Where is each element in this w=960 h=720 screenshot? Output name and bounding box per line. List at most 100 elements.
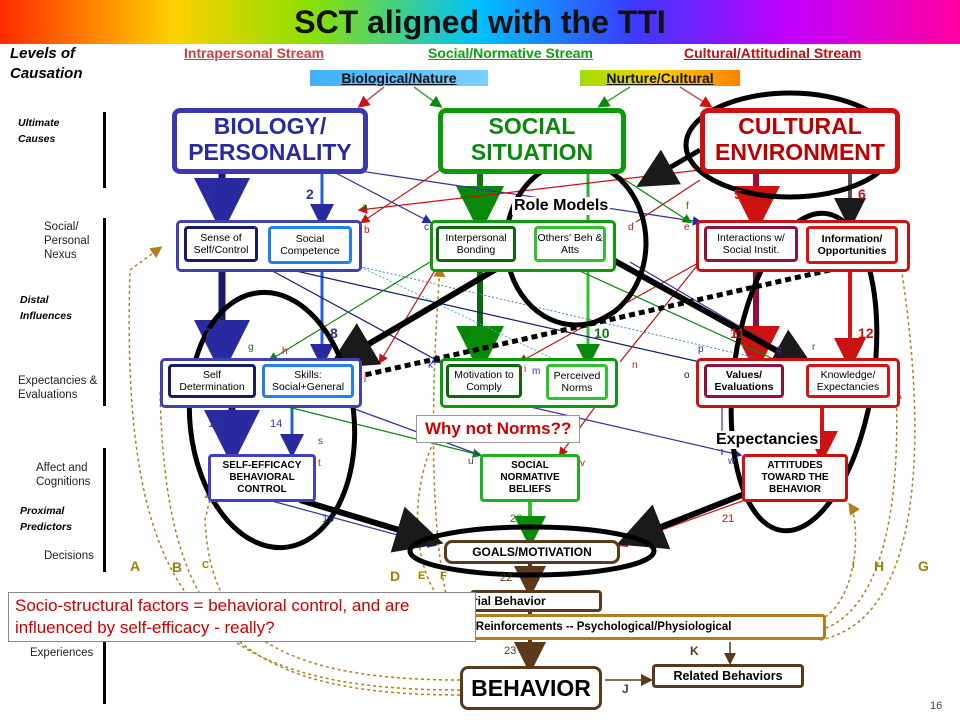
- level-divider: [103, 632, 106, 704]
- path-number: 5: [734, 186, 742, 202]
- stream-cultural: Cultural/Attitudinal Stream: [684, 45, 862, 61]
- path-letter: d: [628, 222, 634, 233]
- box-trial-behavior: rial Behavior: [470, 590, 602, 612]
- path-letter: b: [364, 225, 370, 236]
- node-cultural-environment: CULTURAL ENVIRONMENT: [700, 108, 900, 174]
- box-skills: Skills: Social+General: [262, 364, 354, 398]
- label-affect: Affect and Cognitions: [36, 462, 91, 488]
- path-letter: l: [520, 370, 523, 381]
- path-letter: v: [580, 458, 585, 469]
- path-letter: o: [684, 370, 690, 381]
- title-banner: [0, 0, 960, 44]
- feedback-letter: G: [918, 558, 929, 574]
- path-number: 20: [510, 513, 523, 525]
- feedback-letter: C: [202, 560, 210, 571]
- level-divider: [103, 112, 106, 188]
- path-letter: n: [632, 360, 638, 371]
- path-letter: e: [684, 222, 690, 233]
- stream-nurture: Nurture/Cultural: [580, 70, 740, 86]
- box-attitudes: ATTITUDES TOWARD THE BEHAVIOR: [742, 454, 848, 502]
- box-social-competence: Social Competence: [268, 226, 352, 264]
- path-letter: j: [364, 372, 367, 383]
- path-number: 19: [322, 513, 335, 525]
- box-goals-motivation: GOALS/MOTIVATION: [444, 540, 620, 564]
- box-sense-of-self: Sense of Self/Control: [184, 226, 258, 262]
- feedback-letter: I: [852, 560, 855, 571]
- annotation-why-not-norms: Why not Norms??: [416, 415, 581, 443]
- path-number: 9: [462, 325, 470, 341]
- box-interactions: Interactions w/ Social Instit.: [704, 226, 798, 262]
- path-number: 6: [858, 186, 866, 202]
- path-number: 3: [460, 186, 468, 202]
- label-ultimate: Ultimate Causes: [18, 117, 60, 145]
- path-number: 12: [858, 325, 874, 341]
- path-letter: w: [728, 456, 736, 467]
- path-number: 14: [270, 418, 283, 430]
- label-proximal: Proximal Predictors: [20, 505, 72, 533]
- level-divider: [103, 448, 106, 572]
- stream-biological: Biological/Nature: [310, 70, 488, 86]
- path-letter: h: [282, 346, 288, 357]
- path-letter: s: [318, 436, 323, 447]
- path-number: 21: [722, 513, 735, 525]
- page-number: 16: [930, 700, 943, 712]
- box-values: Values/ Evaluations: [704, 364, 784, 398]
- node-social-situation: SOCIAL SITUATION: [438, 108, 626, 174]
- stream-social: Social/Normative Stream: [428, 45, 593, 61]
- box-behavior: BEHAVIOR: [460, 666, 602, 710]
- path-letter: g: [248, 342, 254, 353]
- path-number: 22: [500, 572, 513, 584]
- path-number: 8: [330, 325, 338, 341]
- feedback-letter: D: [390, 568, 401, 584]
- path-letter: c: [424, 222, 429, 233]
- path-number: 11: [730, 325, 745, 341]
- path-letter: a: [362, 202, 368, 213]
- node-biology: BIOLOGY/ PERSONALITY: [172, 108, 368, 174]
- feedback-letter: H: [874, 558, 885, 574]
- box-interpersonal-bonding: Interpersonal Bonding: [436, 226, 516, 262]
- box-social-normative-beliefs: SOCIAL NORMATIVE BELIEFS: [480, 454, 580, 502]
- label-social-nexus: Social/ Personal Nexus: [44, 221, 90, 261]
- path-number: 13: [208, 418, 221, 430]
- box-reinforcements: al Reinforcements -- Psychological/Physi…: [460, 614, 826, 640]
- path-number: 23: [504, 645, 517, 657]
- path-letter: t: [318, 458, 321, 469]
- feedback-letter: F: [440, 570, 447, 582]
- feedback-letter: K: [690, 644, 699, 658]
- path-letter: p: [698, 344, 704, 355]
- box-others-beh: Others' Beh & Atts: [534, 226, 606, 262]
- annotation-socio-structural: Socio-structural factors = behavioral co…: [8, 592, 476, 642]
- page-title: SCT aligned with the TTI: [294, 4, 666, 40]
- feedback-letter: A: [130, 558, 141, 574]
- path-letter: u: [468, 456, 474, 467]
- levels-heading: Levels of Causation: [10, 45, 83, 82]
- annotation-expectancies: Expectancies: [714, 431, 821, 449]
- path-letter: q: [776, 344, 782, 355]
- path-number: 7: [204, 325, 212, 341]
- feedback-letter: B: [172, 559, 183, 575]
- feedback-letter: J: [622, 682, 629, 696]
- label-distal: Distal Influences: [20, 294, 72, 322]
- box-knowledge: Knowledge/ Expectancies: [806, 364, 890, 398]
- annotation-role-models: Role Models: [512, 197, 611, 215]
- path-letter: i: [524, 364, 527, 375]
- feedback-letter: E: [418, 570, 426, 582]
- box-information: Information/ Opportunities: [806, 226, 898, 264]
- box-motivation-to-comply: Motivation to Comply: [446, 364, 522, 398]
- box-self-determination: Self Determination: [168, 364, 256, 398]
- label-decisions: Decisions: [44, 550, 94, 562]
- box-perceived-norms: Perceived Norms: [546, 364, 608, 400]
- path-number: 1: [204, 186, 212, 202]
- label-experiences: Experiences: [30, 647, 94, 659]
- path-letter: k: [428, 360, 433, 371]
- path-letter: r: [812, 342, 816, 353]
- path-number: 2: [306, 186, 314, 202]
- path-letter: m: [532, 366, 541, 377]
- box-related-behaviors: Related Behaviors: [652, 664, 804, 688]
- label-expectancies: Expectancies & Evaluations: [18, 375, 98, 401]
- level-divider: [103, 218, 106, 406]
- path-number: 10: [594, 325, 610, 341]
- path-letter: f: [686, 201, 689, 212]
- box-self-efficacy: SELF-EFFICACY BEHAVIORAL CONTROL: [208, 454, 316, 502]
